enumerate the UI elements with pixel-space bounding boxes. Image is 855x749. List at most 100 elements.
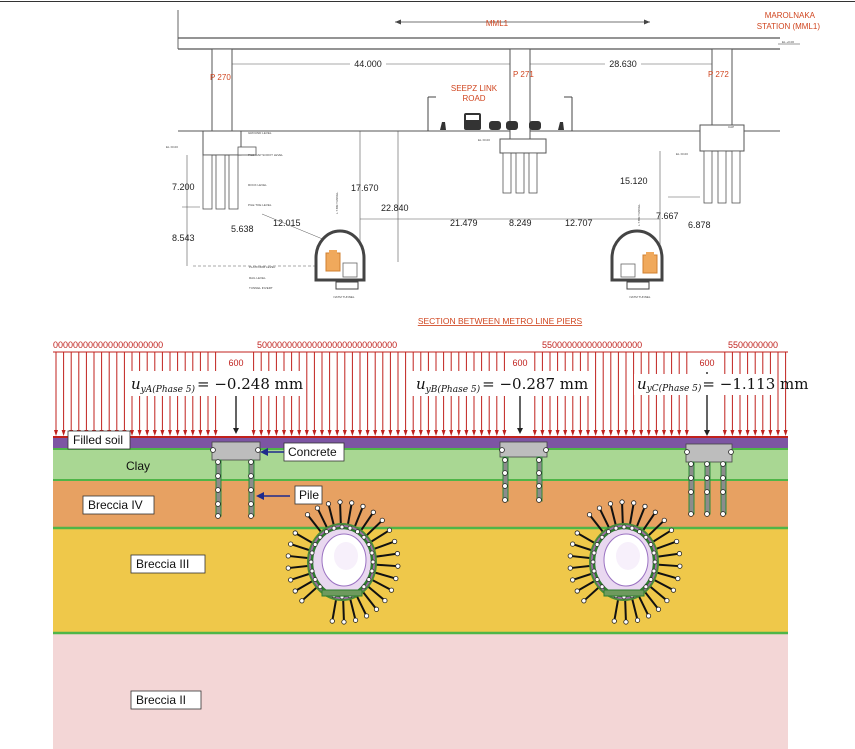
lining-node xyxy=(643,584,649,590)
uyB-subscript: yB(Phase 5) xyxy=(425,384,481,395)
lining-node xyxy=(621,524,627,530)
load-digits-far: 5500000000 xyxy=(728,340,778,350)
load-arrowhead xyxy=(745,430,750,436)
span-dimension-2: 28.630 xyxy=(609,59,637,69)
dimension-21479: 21.479 xyxy=(450,218,478,228)
load-arrowhead xyxy=(570,430,575,436)
load-arrowhead xyxy=(472,430,476,436)
load-arrowhead xyxy=(548,430,552,436)
lining-node xyxy=(309,568,315,574)
load-arrowhead xyxy=(593,430,598,436)
load-arrowhead xyxy=(274,430,279,436)
lining-node xyxy=(317,584,323,590)
displacement-box-c: uyC(Phase 5)= −1.113 mm xyxy=(634,374,808,395)
uyA-subscript: yA(Phase 5) xyxy=(140,384,196,395)
load-digits-left: 0000000000000000000000 xyxy=(53,340,163,350)
lining-node xyxy=(599,584,605,590)
layer-label-filled-soil: Filled soil xyxy=(67,430,131,450)
load-arrowhead xyxy=(145,430,150,436)
load-arrowhead xyxy=(608,430,613,436)
mesh-node xyxy=(255,447,261,453)
load-arrowhead xyxy=(555,430,560,436)
load-arrowhead xyxy=(312,430,317,436)
dimension-7200: 7.200 xyxy=(172,182,195,192)
lining-node xyxy=(366,577,372,582)
load-digits-right: 55000000000000000000 xyxy=(542,340,642,350)
engineering-section-drawing: MML1 MAROLNAKA STATION (MML1) EL +0.00 4… xyxy=(0,1,855,326)
natm-tunnel-right: NATM TUNNEL xyxy=(610,229,664,299)
lining-node xyxy=(312,542,318,547)
lining-node xyxy=(331,525,337,531)
svg-text:PILE TOE LEVEL: PILE TOE LEVEL xyxy=(248,203,272,207)
load-arrowhead xyxy=(403,430,408,436)
lining-node xyxy=(599,534,605,540)
level-tag: EL +0.00 xyxy=(782,40,794,44)
svg-text:EL ±0.00: EL ±0.00 xyxy=(676,152,688,156)
lining-node xyxy=(591,568,597,574)
dimension-5638: 5.638 xyxy=(231,224,254,234)
mesh-node xyxy=(215,513,221,519)
lining-node xyxy=(347,525,353,531)
gap-label-a: 600 xyxy=(228,358,243,368)
mesh-node xyxy=(248,487,254,493)
dimension-22840: 22.840 xyxy=(381,203,409,213)
load-arrowhead xyxy=(289,430,294,436)
load-arrowhead xyxy=(624,430,628,436)
load-arrowhead xyxy=(738,430,742,436)
lining-node xyxy=(339,524,345,530)
svg-text:GROUND LEVEL: GROUND LEVEL xyxy=(248,131,272,135)
load-arrowhead xyxy=(373,430,378,436)
load-arrowhead xyxy=(768,430,773,436)
svg-text:uyB(Phase 5)= −0.287 mm: uyB(Phase 5)= −0.287 mm xyxy=(416,375,588,395)
load-arrowhead xyxy=(669,430,674,436)
lining-node xyxy=(648,577,654,582)
level-annotations: GROUND LEVEL PILE CAP SOFFIT LEVEL ROCK … xyxy=(166,125,734,290)
lining-node xyxy=(652,559,658,565)
svg-text:PILE CAP SOFFIT LEVEL: PILE CAP SOFFIT LEVEL xyxy=(248,153,283,157)
layer-label-breccia-ii: Breccia II xyxy=(130,690,202,710)
mesh-node xyxy=(704,511,710,517)
load-arrowhead xyxy=(175,430,180,436)
load-arrowhead xyxy=(479,430,484,436)
pile-group-b xyxy=(499,441,548,502)
mesh-node xyxy=(248,459,254,465)
load-arrowhead xyxy=(327,430,332,436)
pier-p272: P 272 xyxy=(699,48,745,204)
lining-node xyxy=(309,550,315,556)
lining-node xyxy=(651,568,657,574)
load-arrowhead xyxy=(282,430,286,436)
dimension-15120: 15.120 xyxy=(620,176,648,186)
svg-text:CAP: CAP xyxy=(728,125,734,129)
load-arrowhead xyxy=(563,430,568,436)
load-arrowhead xyxy=(54,430,58,436)
load-arrowhead xyxy=(365,430,370,436)
load-arrowhead xyxy=(494,430,499,436)
tunnel-label-right: NATM TUNNEL xyxy=(629,295,650,299)
uyC-value: = −1.113 mm xyxy=(702,375,808,393)
lining-node xyxy=(637,529,642,535)
pier-p270: P 270 xyxy=(202,48,257,210)
svg-text:PLATFORM LEVEL: PLATFORM LEVEL xyxy=(249,265,276,269)
gap-label-b: 600 xyxy=(512,358,527,368)
mesh-node xyxy=(720,489,726,495)
lining-node xyxy=(324,529,329,535)
pier-label-p272: P 272 xyxy=(708,70,729,79)
lining-node xyxy=(361,584,367,590)
load-arrowhead xyxy=(776,430,780,436)
mesh-node xyxy=(215,459,221,465)
load-arrowhead xyxy=(464,430,469,436)
load-arrowhead xyxy=(631,430,636,436)
pile-nodes xyxy=(210,447,734,519)
lining-node xyxy=(643,534,649,540)
mesh-node xyxy=(210,447,216,453)
load-arrowhead xyxy=(677,430,682,436)
load-arrowhead xyxy=(418,430,423,436)
mesh-node xyxy=(688,489,694,495)
layer-label-clay: Clay xyxy=(126,459,150,473)
svg-text:uyC(Phase 5)= −1.113 mm: uyC(Phase 5)= −1.113 mm xyxy=(637,375,808,394)
load-arrowhead xyxy=(456,430,461,436)
load-arrowhead xyxy=(760,430,765,436)
load-arrowhead xyxy=(730,430,735,436)
mesh-node xyxy=(728,449,734,455)
